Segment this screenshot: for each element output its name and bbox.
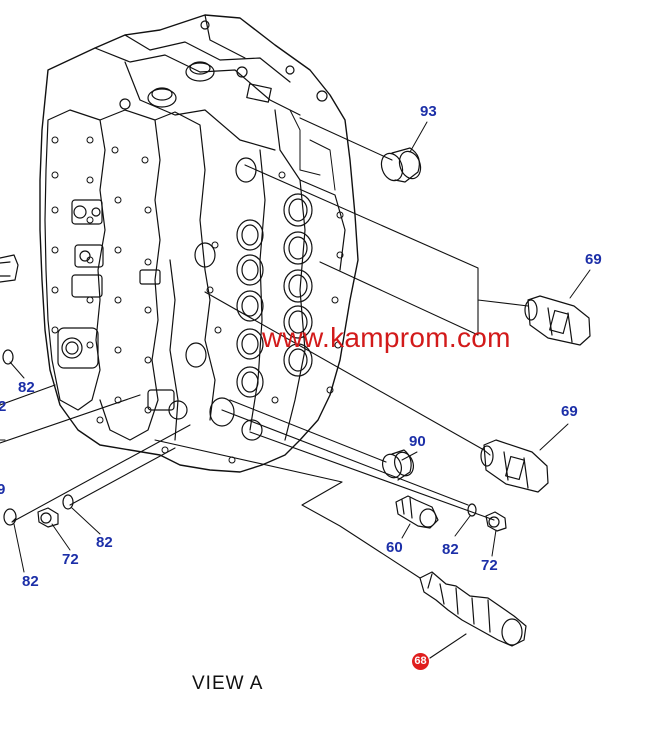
watermark-text: www.kamprom.com (262, 322, 511, 353)
callout-82-left-bottom[interactable]: 82 (22, 573, 39, 590)
callout-72-left[interactable]: 72 (62, 551, 79, 568)
part-82-orings (2, 349, 477, 526)
callout-69-upper[interactable]: 69 (585, 251, 602, 268)
leader-72-right (491, 529, 497, 557)
leader-82-left-bottom (13, 523, 25, 573)
port-rings (168, 157, 313, 441)
bolt-holes (51, 136, 344, 464)
left-fittings (0, 199, 175, 411)
part-90-plug (381, 449, 415, 481)
leader-60 (401, 523, 411, 539)
leader-82-left-mid (71, 507, 101, 535)
callout-82-right[interactable]: 82 (442, 541, 459, 558)
leader-82-right (454, 515, 471, 537)
leader-90 (401, 451, 418, 461)
part-60-fitting (395, 495, 439, 529)
valve-body (39, 14, 359, 473)
top-plugs (119, 20, 328, 110)
view-caption: VIEW A (192, 673, 264, 694)
leader-69-upper (569, 269, 591, 299)
part-72-plugs (37, 507, 507, 532)
callout-72-right[interactable]: 72 (481, 557, 498, 574)
leader-lines (0, 117, 529, 579)
body-bracket (289, 109, 336, 191)
part-69-valve-upper (524, 295, 591, 346)
part-69-valve-lower (480, 439, 549, 493)
leader-72-left (51, 523, 71, 551)
callout-93[interactable]: 93 (420, 103, 437, 120)
callout-90[interactable]: 90 (409, 433, 426, 450)
callout-60[interactable]: 60 (386, 539, 403, 556)
callout-82-left-top[interactable]: 82 (18, 379, 35, 396)
callout-68[interactable]: 68 (412, 653, 429, 670)
leader-93 (409, 121, 428, 153)
callout-82-left-mid[interactable]: 82 (96, 534, 113, 551)
part-93-plug (380, 147, 422, 183)
part-68-relief-valve (419, 571, 527, 647)
callout-9-cut[interactable]: 9 (0, 481, 6, 498)
callout-2-cut[interactable]: 2 (0, 398, 7, 415)
leader-68 (429, 633, 467, 659)
callout-69-lower[interactable]: 69 (561, 403, 578, 420)
leader-82-left-top (9, 361, 25, 379)
leader-69-lower (539, 423, 569, 451)
